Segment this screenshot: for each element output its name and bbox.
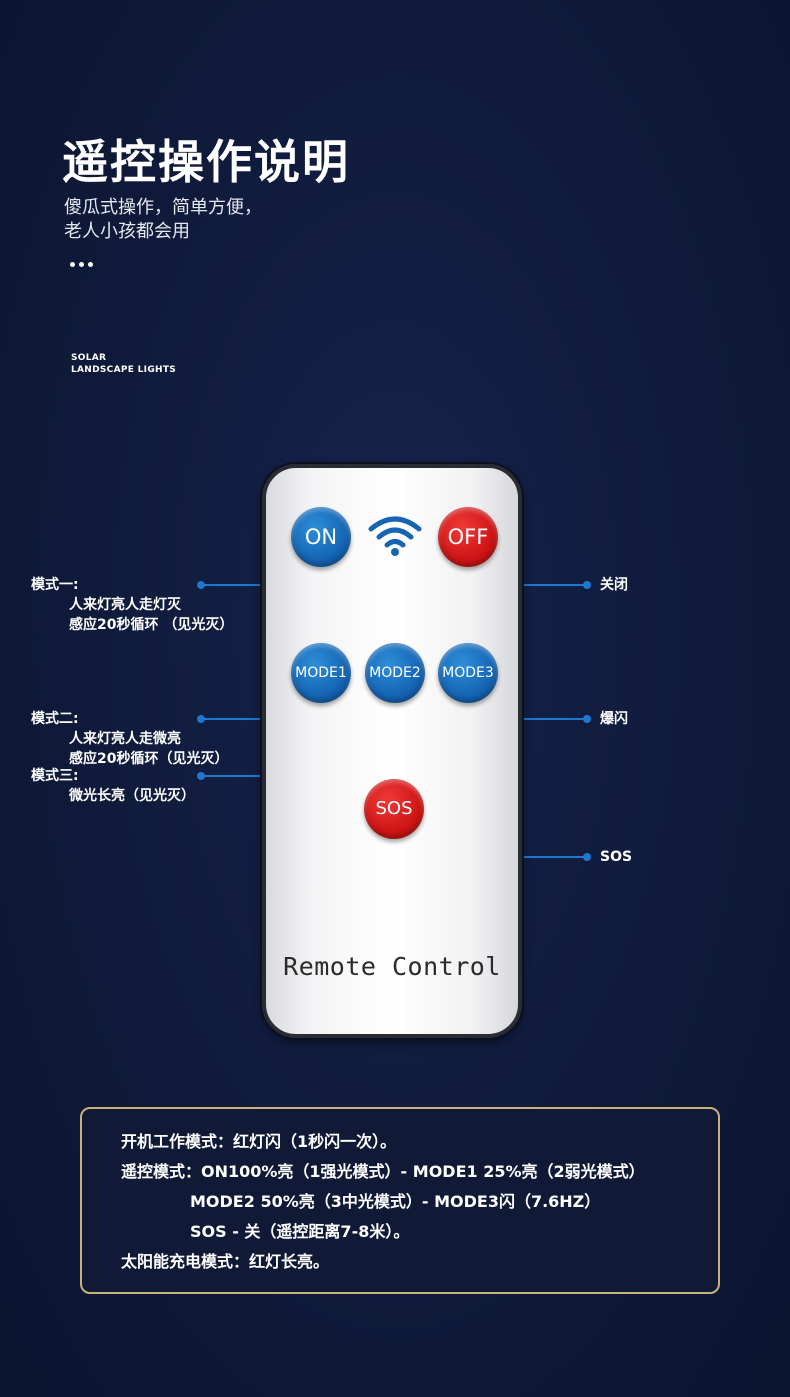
- dot-off: [583, 581, 591, 589]
- mode1-line-1: 人来灯亮人走灯灭: [69, 597, 181, 613]
- info-line-3: MODE2 50%亮（3中光模式）- MODE3闪（7.6HZ）: [190, 1192, 601, 1211]
- mode3-button[interactable]: MODE3: [438, 643, 498, 703]
- mode1-title: 模式一:: [31, 577, 79, 593]
- brand-line-1: SOLAR: [71, 353, 107, 363]
- brand-line-2: LANDSCAPE LIGHTS: [71, 365, 177, 375]
- page-title: 遥控操作说明: [62, 135, 350, 189]
- dot-mode2: [197, 715, 205, 723]
- mode3-description: 爆闪: [600, 711, 628, 727]
- mode2-button[interactable]: MODE2: [365, 643, 425, 703]
- info-line-1: 开机工作模式：红灯闪（1秒闪一次）。: [121, 1132, 397, 1151]
- remote-control-text: Remote Control: [283, 952, 501, 981]
- off-description: 关闭: [600, 577, 628, 593]
- brand-text: SOLAR LANDSCAPE LIGHTS: [71, 352, 176, 376]
- mode3-line-1: 微光长亮（见光灭）: [69, 788, 195, 804]
- info-line-4: SOS - 关（遥控距离7-8米）。: [190, 1222, 410, 1241]
- dot-sos: [583, 853, 591, 861]
- sos-description: SOS: [600, 849, 633, 865]
- wifi-icon: [368, 516, 422, 556]
- on-button[interactable]: ON: [291, 507, 351, 567]
- subtitle-line-2: 老人小孩都会用: [64, 221, 190, 242]
- dot-mode3-left: [197, 772, 205, 780]
- mode2-line-2: 感应20秒循环（见光灭）: [69, 751, 229, 767]
- ellipsis-dots: [70, 262, 93, 267]
- subtitle-line-1: 傻瓜式操作，简单方便，: [64, 197, 262, 218]
- mode3-title: 模式三:: [31, 768, 79, 784]
- mode1-button[interactable]: MODE1: [291, 643, 351, 703]
- info-line-2: 遥控模式：ON100%亮（1强光模式）- MODE1 25%亮（2弱光模式）: [121, 1162, 645, 1181]
- sos-button[interactable]: SOS: [364, 779, 424, 839]
- info-box: 开机工作模式：红灯闪（1秒闪一次）。 遥控模式：ON100%亮（1强光模式）- …: [80, 1107, 720, 1294]
- mode2-title: 模式二:: [31, 711, 79, 727]
- subtitle: 傻瓜式操作，简单方便， 老人小孩都会用: [64, 196, 262, 244]
- info-line-5: 太阳能充电模式：红灯长亮。: [121, 1252, 330, 1271]
- mode2-line-1: 人来灯亮人走微亮: [69, 731, 181, 747]
- mode1-line-2: 感应20秒循环 （见光灭）: [69, 617, 234, 633]
- dot-mode3: [583, 715, 591, 723]
- dot-mode1: [197, 581, 205, 589]
- off-button[interactable]: OFF: [438, 507, 498, 567]
